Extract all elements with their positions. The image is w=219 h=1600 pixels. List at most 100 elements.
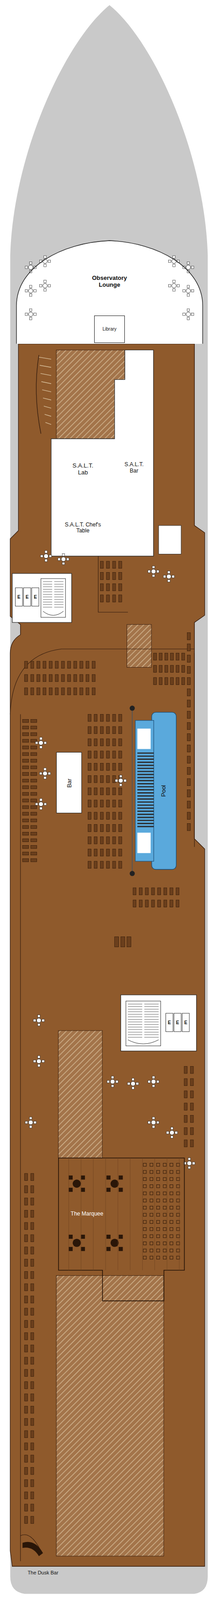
deck-detail: [106, 788, 110, 796]
deck-detail: [118, 813, 123, 821]
deck-detail: [143, 1250, 147, 1254]
deck-detail: [24, 1395, 28, 1404]
deck-detail: [170, 1164, 174, 1169]
deck-detail: [94, 862, 98, 870]
deck-detail: [94, 837, 98, 845]
deck-detail: [22, 839, 29, 844]
deck-detail: [94, 715, 98, 723]
deck-detail: [29, 1118, 32, 1121]
deck-detail: [43, 406, 52, 409]
venue-name: The Marquee: [69, 1212, 105, 1220]
deck-detail: [30, 1346, 34, 1354]
deck-detail: [156, 1250, 160, 1254]
deck-detail: [100, 801, 104, 809]
deck-detail: [22, 726, 29, 731]
deck-detail: [176, 284, 180, 288]
deck-detail: [30, 1468, 34, 1477]
deck-detail: [110, 1180, 119, 1190]
deck-detail: [156, 1214, 160, 1218]
deck-detail: [30, 819, 37, 823]
deck-detail: [22, 813, 29, 817]
deck-detail: [118, 849, 123, 858]
deck-detail: [144, 1020, 159, 1021]
deck-detail: [131, 1079, 134, 1082]
deck-detail: [15, 588, 23, 607]
deck-detail: [36, 355, 41, 435]
deck-detail: [153, 678, 157, 686]
deck-detail: [100, 849, 104, 858]
deck-detail: [94, 813, 98, 821]
deck-detail: [100, 715, 104, 723]
deck-detail: [106, 825, 110, 834]
deck-detail: [157, 888, 161, 897]
deck-detail: [187, 768, 191, 776]
deck-detail: [143, 1222, 147, 1226]
deck-detail: [163, 1164, 167, 1169]
deck-detail: [22, 793, 29, 797]
deck-detail: [174, 1014, 182, 1033]
deck-detail: [40, 555, 43, 558]
deck-detail: [25, 1122, 28, 1125]
deck-detail: [24, 1481, 28, 1489]
deck-detail: [156, 1185, 160, 1190]
deck-detail: [54, 582, 64, 583]
deck-detail: [80, 662, 84, 670]
deck-detail: [51, 350, 154, 557]
deck-detail: [30, 726, 37, 731]
deck-detail: [100, 727, 104, 735]
deck-detail: [24, 1322, 28, 1330]
deck-line: [10, 556, 195, 1564]
deck-detail: [112, 849, 116, 858]
deck-detail: [24, 1260, 28, 1269]
deck-detail: [118, 715, 123, 723]
deck-detail: [30, 688, 34, 696]
deck-detail: [44, 414, 52, 417]
deck-detail: [151, 570, 156, 575]
deck-detail: [145, 901, 149, 909]
deck-detail: [42, 587, 53, 588]
deck-detail: [68, 1236, 73, 1241]
deck-detail: [22, 747, 29, 751]
deck-detail: [187, 745, 191, 754]
deck-detail: [153, 666, 157, 674]
deck-detail: [144, 1004, 159, 1006]
deck-detail: [54, 589, 64, 591]
deck-detail: [35, 742, 38, 745]
deck-detail: [87, 776, 91, 784]
elevator-mark: E: [176, 1021, 180, 1027]
deck-detail: [85, 675, 90, 683]
deck-detail: [164, 666, 168, 674]
deck-detail: [30, 747, 37, 751]
deck-detail: [30, 753, 37, 757]
deck-detail: [175, 1132, 178, 1136]
deck-detail: [94, 764, 98, 772]
deck-detail: [30, 1432, 34, 1440]
table-set: [25, 256, 195, 1171]
elevator-mark: E: [167, 1021, 171, 1027]
deck-detail: [159, 678, 163, 686]
deck-detail: [54, 584, 64, 586]
deck-detail: [170, 1207, 174, 1211]
deck-detail: [119, 775, 122, 779]
deck-detail: [30, 1395, 34, 1404]
deck-detail: [172, 264, 176, 268]
deck-detail: [94, 825, 98, 834]
deck-detail: [144, 1035, 159, 1037]
deck-detail: [128, 1025, 143, 1026]
deck-detail: [48, 260, 51, 263]
deck-detail: [163, 576, 166, 579]
deck-detail: [72, 1180, 81, 1190]
deck-detail: [194, 653, 195, 849]
deck-detail: [28, 1121, 33, 1127]
deck-detail: [94, 849, 98, 858]
deck-detail: [156, 1179, 160, 1183]
deck-detail: [68, 1248, 73, 1253]
deck-detail: [159, 666, 163, 674]
deck-detail: [80, 688, 84, 696]
deck-detail: [30, 1248, 34, 1256]
deck-detail: [54, 599, 64, 601]
deck-detail: [186, 317, 190, 321]
deck-detail: [184, 1079, 188, 1088]
deck-detail: [30, 846, 37, 850]
deck-detail: [128, 1023, 143, 1024]
